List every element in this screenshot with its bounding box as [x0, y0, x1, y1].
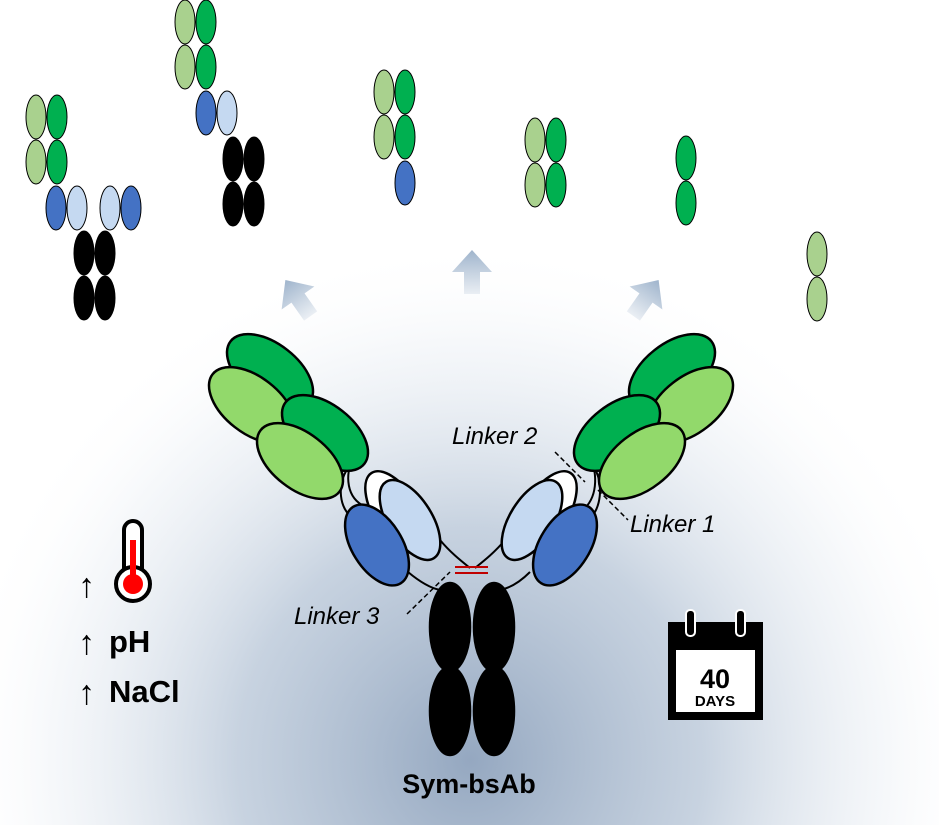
fc-ch3-left [428, 665, 472, 757]
nacl-up-arrow: ↑ [78, 674, 95, 712]
calendar-number: 40 [700, 664, 730, 694]
linker-3-label: Linker 3 [294, 603, 380, 630]
fragment-full-antibody [25, 94, 142, 321]
fc-ch2-right [472, 581, 516, 673]
left-vl-inner [255, 421, 345, 501]
nacl-label: NaCl [109, 674, 180, 709]
arrow-left [281, 279, 318, 321]
ph-up-arrow: ↑ [78, 624, 95, 662]
linker-pointers [406, 451, 629, 615]
left-ch1 [343, 503, 411, 587]
arrow-right [626, 279, 663, 321]
sym-bsab-molecule [207, 332, 735, 757]
hinge-disulfide [455, 566, 488, 574]
fragment-light-green-pair [806, 231, 828, 322]
conditions-panel: ↑ ↑ pH ↑ NaCl [78, 519, 180, 712]
fc-ch3-right [472, 665, 516, 757]
fragment-dark-green-pair [675, 135, 697, 226]
ph-label: pH [109, 624, 150, 659]
fragment-half-antibody [174, 0, 265, 227]
thermometer-icon [114, 519, 152, 603]
linker-1-label: Linker 1 [630, 511, 715, 538]
temp-up-arrow: ↑ [78, 567, 95, 605]
linker-2-label: Linker 2 [452, 423, 537, 450]
arrow-middle [452, 250, 492, 294]
molecule-title: Sym-bsAb [402, 769, 536, 799]
fragment-tandem-fv [524, 117, 567, 208]
calendar-unit: DAYS [695, 693, 735, 710]
calendar-icon: 40 DAYS [668, 609, 763, 720]
right-ch1 [531, 503, 599, 587]
degradation-arrows [281, 250, 663, 321]
right-vl-inner [597, 421, 687, 501]
fragment-tandem-fv-vl [373, 69, 416, 206]
fc-ch2-left [428, 581, 472, 673]
